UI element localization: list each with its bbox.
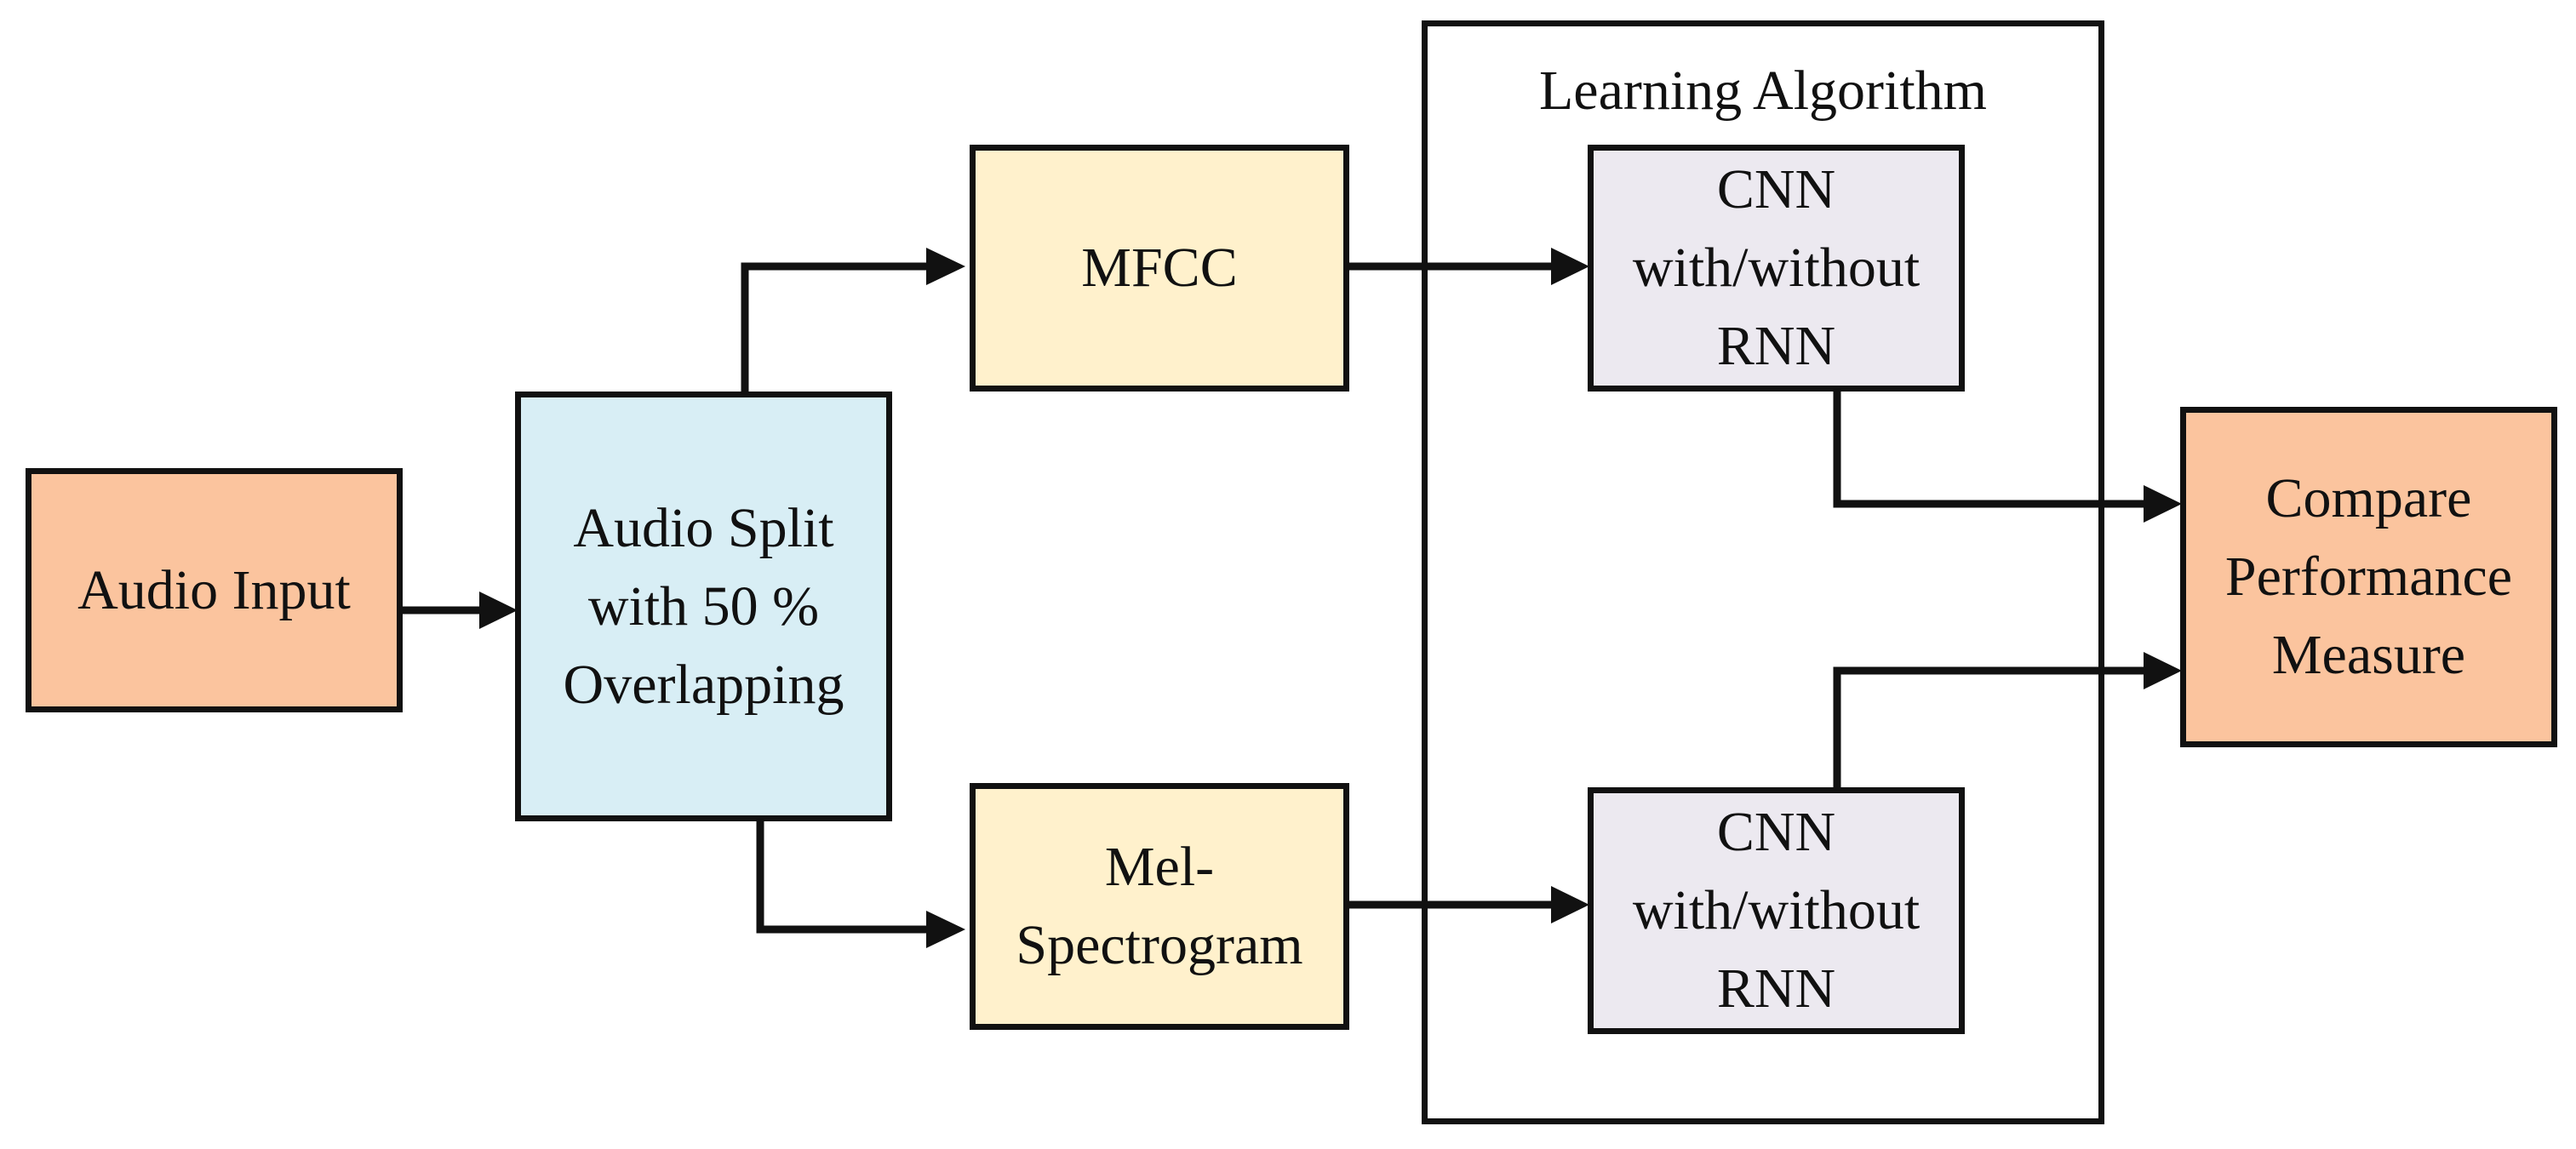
arrowhead-split-to-mfcc: [926, 248, 965, 285]
compare-performance-box: Compare Performance Measure: [2180, 407, 2557, 747]
arrowhead-mfcc-to-cnn-top: [1551, 248, 1589, 285]
arrowhead-cnn-top-to-compare: [2144, 485, 2182, 523]
audio-split-box: Audio Split with 50 % Overlapping: [515, 392, 892, 821]
connector-cnn-top-to-compare: [1833, 392, 2145, 508]
arrowhead-cnn-bottom-to-compare: [2144, 652, 2182, 689]
cnn-rnn-top-box: CNN with/without RNN: [1588, 145, 1965, 392]
connector-split-to-mfcc: [741, 262, 928, 392]
audio-input-box: Audio Input: [26, 468, 403, 712]
mel-spectrogram-box: Mel- Spectrogram: [970, 783, 1349, 1030]
arrowhead-mel-to-cnn-bottom: [1551, 886, 1589, 923]
mfcc-box: MFCC: [970, 145, 1349, 392]
connector-split-to-mel: [756, 821, 928, 934]
connector-cnn-bottom-to-compare: [1833, 666, 2145, 787]
arrowhead-split-to-mel: [926, 911, 965, 948]
arrowhead-input-to-split: [479, 592, 518, 629]
cnn-rnn-bottom-box: CNN with/without RNN: [1588, 787, 1965, 1034]
learning-algorithm-container: Learning Algorithm: [1422, 20, 2104, 1124]
learning-algorithm-title: Learning Algorithm: [1538, 60, 1988, 122]
